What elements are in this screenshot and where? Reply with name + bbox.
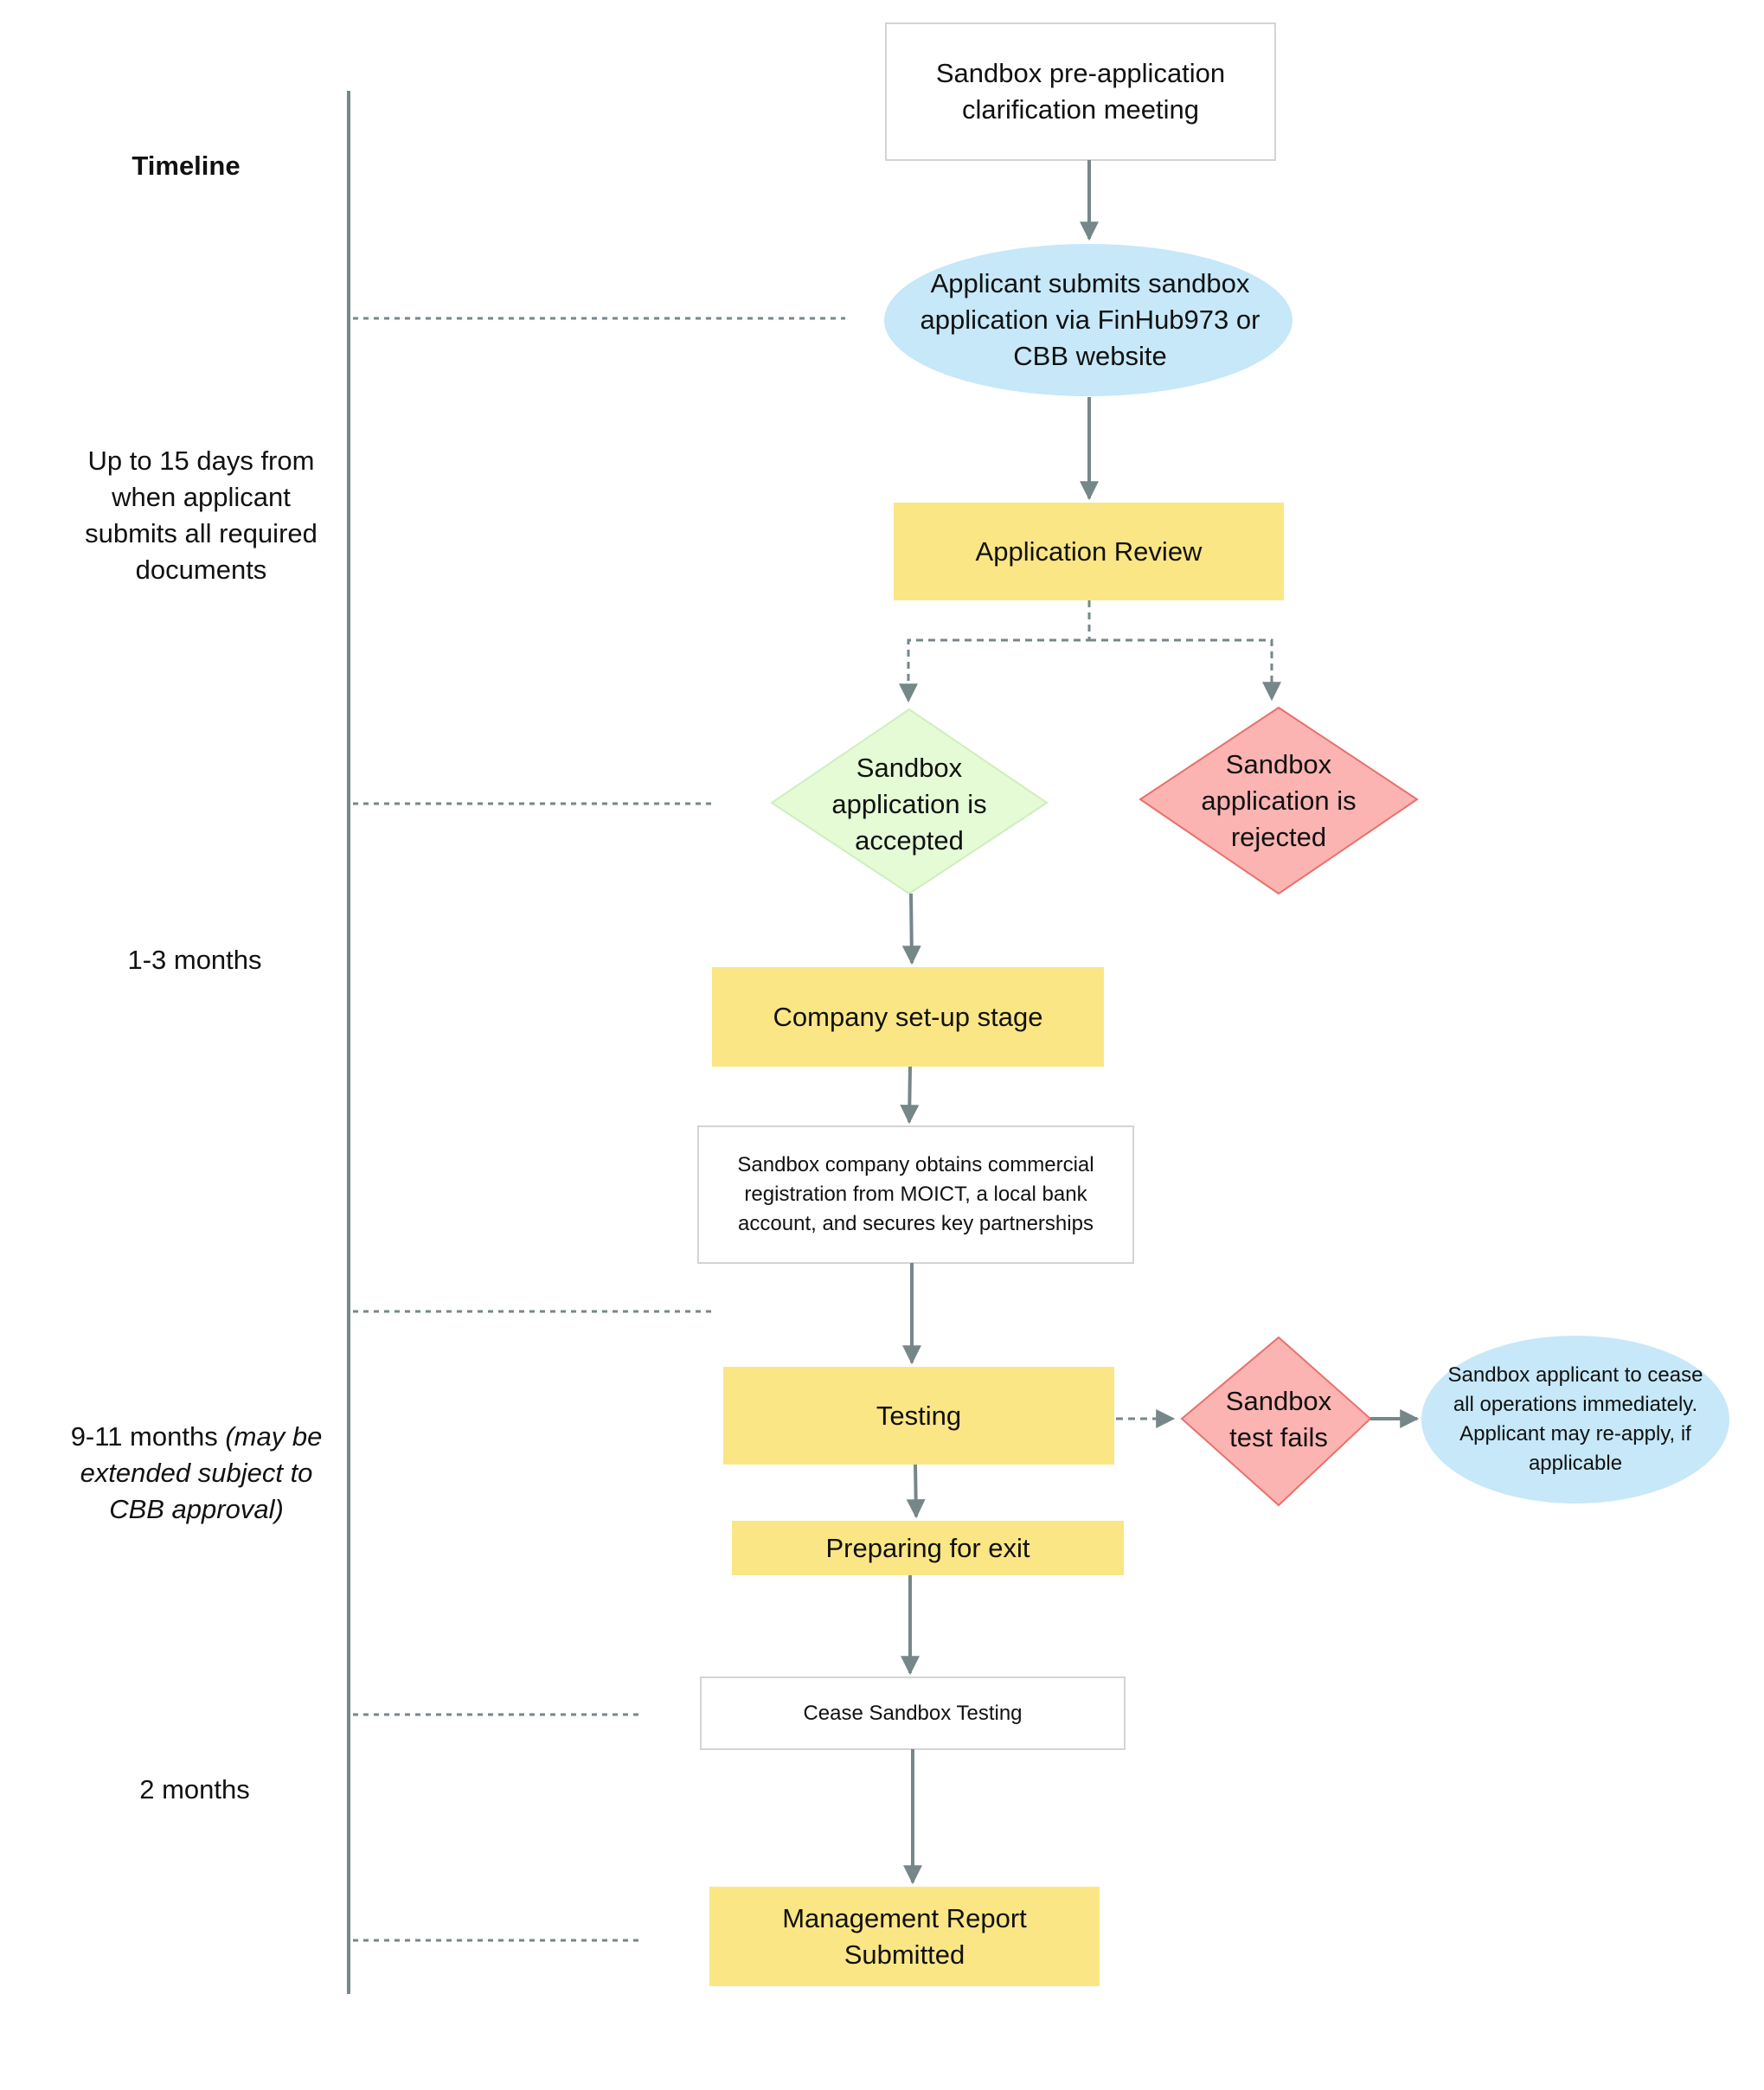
report-label: Management Report Submitted xyxy=(782,1902,1027,1970)
cease-testing-box xyxy=(700,1676,1126,1750)
timeline-period-report: 2 months xyxy=(139,1774,250,1805)
test-fails-diamond xyxy=(1180,1336,1372,1507)
setup-box xyxy=(712,967,1104,1067)
branch-review-split xyxy=(899,600,1091,703)
setup-label: Company set-up stage xyxy=(773,1001,1043,1032)
arrow-testing-to-exit xyxy=(906,1464,926,1519)
rejected-label: Sandbox application is rejected xyxy=(1201,749,1357,852)
arrow-setup-to-registration xyxy=(900,1066,920,1125)
timeline-period-testing: 9-11 months (may be extended subject to … xyxy=(62,1419,330,1531)
testing-label: Testing xyxy=(876,1400,962,1431)
review-label: Application Review xyxy=(975,535,1203,567)
pre-application-box xyxy=(885,22,1276,161)
registration-label: Sandbox company obtains commercial regis… xyxy=(737,1153,1094,1235)
branch-to-rejected xyxy=(1089,638,1281,702)
cease-operations-ellipse xyxy=(1421,1336,1729,1503)
exit-prep-label: Preparing for exit xyxy=(825,1532,1030,1563)
registration-box xyxy=(697,1125,1134,1264)
pre-application-label: Sandbox pre-application clarification me… xyxy=(935,58,1226,125)
report-box xyxy=(709,1887,1100,1986)
accepted-diamond xyxy=(770,708,1049,895)
exit-prep-box xyxy=(732,1521,1124,1575)
cease-testing-label: Cease Sandbox Testing xyxy=(803,1701,1023,1725)
timeline-heading: Timeline xyxy=(131,151,241,181)
arrow-accepted-to-setup xyxy=(901,893,921,965)
timeline-period-testing-note: (may be extended subject to CBB approval… xyxy=(80,1421,323,1524)
submit-label: Applicant submits sandbox application vi… xyxy=(920,268,1260,371)
timeline-period-testing-main: 9-11 months xyxy=(70,1421,218,1452)
submit-ellipse xyxy=(884,244,1293,396)
cease-operations-label: Sandbox applicant to cease all operation… xyxy=(1447,1363,1703,1475)
timeline-period-setup: 1-3 months xyxy=(127,945,262,975)
accepted-label: Sandbox application is accepted xyxy=(831,753,987,856)
review-box xyxy=(894,503,1284,600)
test-fails-label: Sandbox test fails xyxy=(1225,1386,1332,1452)
testing-box xyxy=(723,1367,1114,1465)
rejected-diamond xyxy=(1139,706,1419,895)
timeline-period-review: Up to 15 days from when applicant submit… xyxy=(85,446,318,585)
